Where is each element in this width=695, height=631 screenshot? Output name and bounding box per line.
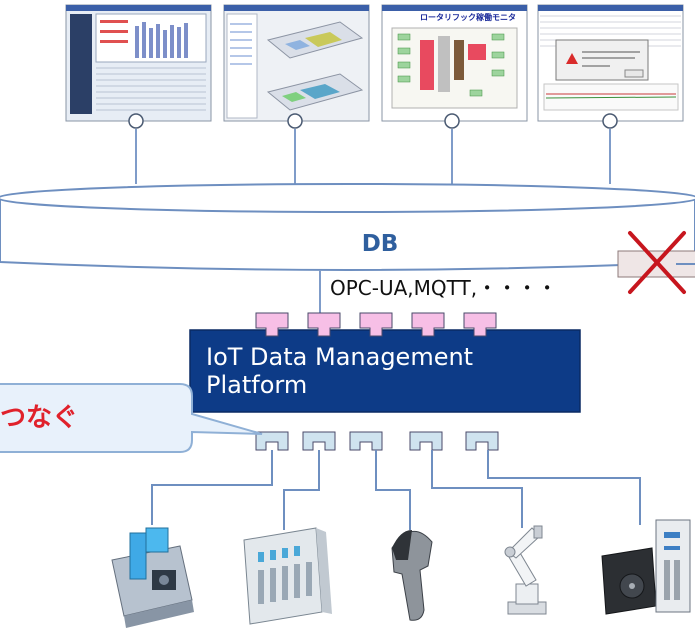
callout-label: つなぐ [0,403,79,433]
screen-to-db-links [135,129,611,184]
callout-bubble [0,383,263,453]
protocols-label: OPC-UA,MQTT,・・・・ [330,276,558,300]
db-cylinder [0,183,695,271]
barcode-scanner-icon [391,530,433,621]
plc-controller-icon [243,527,332,625]
top-protocol-connectors [255,312,497,337]
floor-map-title: ロータリフック稼働モニタ [420,12,516,22]
removed-db-connector [617,231,695,294]
floor-map-monitor-screen-thumbnail: ロータリフック稼働モニタ [381,4,528,122]
platform-title: IoT Data Management Platform [206,343,473,399]
screen-connection-nodes [128,113,618,129]
robot-arm-icon [504,525,547,615]
platform-block [189,329,581,413]
platform-title-line1: IoT Data Management [206,343,474,371]
cross-mark-icon [628,231,686,294]
alarm-dialog-screen-thumbnail [537,4,684,122]
bottom-device-connectors [255,431,499,451]
cnc-machine-icon [111,527,194,628]
dashboard-screen-thumbnail [65,4,212,122]
factory-3d-screen-thumbnail [223,4,370,122]
platform-to-device-links [151,450,641,530]
db-label: DB [361,231,399,257]
platform-title-line2: Platform [206,371,308,399]
servo-motor-icon [601,519,691,615]
